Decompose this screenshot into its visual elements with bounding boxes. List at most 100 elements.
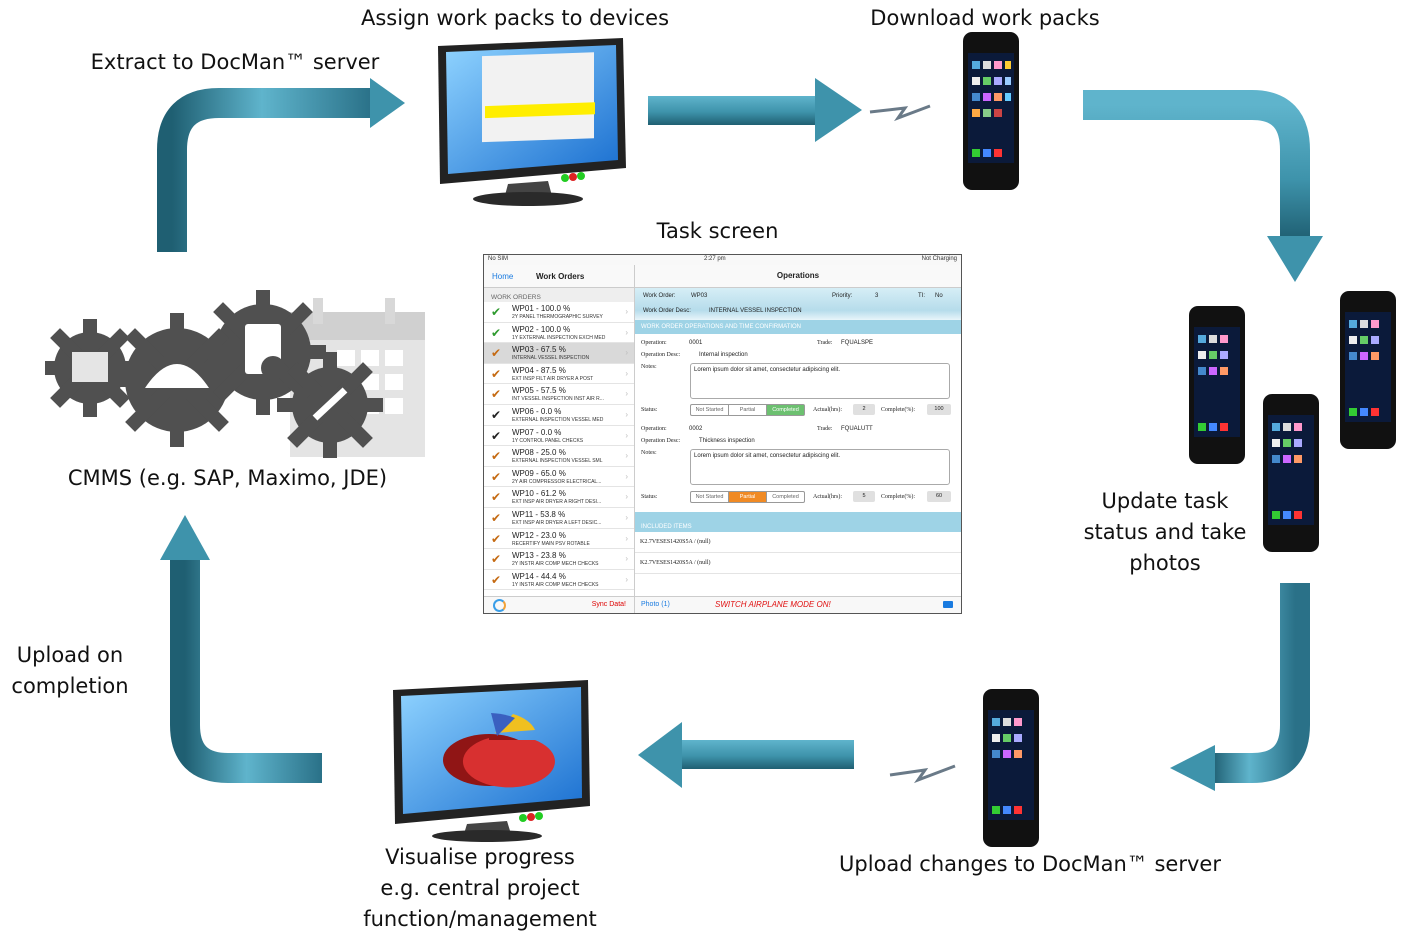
work-orders-panel: Home Work Orders WORK ORDERS ✔WP01 - 100…	[484, 265, 635, 613]
desc-label: Work Order Desc:	[643, 308, 691, 314]
list-item[interactable]: ✔WP12 - 23.0 %RECERTIFY MAIN PSV ROTABLE…	[484, 529, 634, 550]
camera-icon[interactable]	[943, 601, 953, 608]
seg-partial[interactable]: Partial	[729, 492, 767, 502]
check-icon: ✔	[491, 346, 502, 361]
check-icon: ✔	[491, 531, 502, 546]
update-label: Update task status and take photos	[1083, 489, 1247, 575]
op-value: 0001	[689, 340, 703, 346]
list-item[interactable]: ✔WP11 - 53.8 %EXT INSP AIR DRYER A LEFT …	[484, 508, 634, 529]
arrow-icon	[638, 722, 682, 788]
cmms-label: CMMS (e.g. SAP, Maximo, JDE)	[67, 466, 388, 490]
operation-block: Operation: 0002 Trade: FQUALUTT Operatio…	[635, 422, 961, 508]
check-icon: ✔	[491, 552, 502, 567]
ops-header: WORK ORDER OPERATIONS AND TIME CONFIRMAT…	[635, 320, 961, 334]
list-item[interactable]: ✔WP10 - 61.2 %EXT INSP AIR DRYER A RIGHT…	[484, 487, 634, 508]
list-item[interactable]: ✔WP08 - 25.0 %EXTERNAL INSPECTION VESSEL…	[484, 446, 634, 467]
signal-icon	[869, 104, 931, 122]
list-item[interactable]: ✔WP04 - 87.5 %EXT INSP FILT AIR DRYER A …	[484, 364, 634, 385]
actual-value[interactable]: 2	[853, 404, 875, 415]
seg-completed[interactable]: Completed	[772, 494, 799, 500]
right-footer: Photo (1) SWITCH AIRPLANE MODE ON!	[635, 596, 961, 613]
wo-label: Work Order:	[643, 293, 676, 299]
seg-not-started[interactable]: Not Started	[691, 405, 729, 415]
op-value: 0002	[689, 426, 703, 432]
chevron-right-icon: ›	[625, 430, 628, 440]
chevron-right-icon: ›	[625, 451, 628, 461]
work-order-desc: INTERNAL VESSEL INSPECTION	[512, 355, 590, 362]
monitor-icon	[438, 38, 626, 206]
signal-icon	[889, 764, 956, 784]
chevron-right-icon: ›	[625, 348, 628, 358]
photo-button[interactable]: Photo (1)	[641, 601, 670, 608]
chevron-right-icon: ›	[625, 409, 628, 419]
list-item[interactable]: ✔WP02 - 100.0 %1Y EXTERNAL INSPECTION EX…	[484, 323, 634, 344]
home-button[interactable]: Home	[492, 271, 514, 281]
complete-value[interactable]: 100	[927, 404, 951, 415]
arrow-icon	[1083, 90, 1310, 240]
left-title: Work Orders	[536, 271, 585, 281]
list-item[interactable]: ✔ WP03 - 67.5 %INTERNAL VESSEL INSPECTION…	[484, 343, 634, 364]
arrow-icon	[1212, 583, 1310, 783]
check-icon: ✔	[491, 490, 502, 505]
work-order-title: WP04 - 87.5 %	[512, 365, 566, 375]
arrow-icon	[370, 78, 405, 128]
seg-partial[interactable]: Partial	[729, 405, 767, 415]
trade-label: Trade:	[817, 340, 833, 346]
phone-icon	[983, 689, 1039, 847]
list-item[interactable]: ✔WP01 - 100.0 %2Y PANEL THERMOGRAPHIC SU…	[484, 302, 634, 323]
ti-value: No	[935, 293, 943, 299]
list-item[interactable]: ✔WP07 - 0.0 %1Y CONTROL PANEL CHECKS›	[484, 426, 634, 447]
included-item[interactable]: K2.7VESES1420S5A / (null)	[635, 532, 961, 553]
gears-icon	[45, 290, 425, 458]
notes-field[interactable]: Lorem ipsum dolor sit amet, consectetur …	[690, 363, 950, 399]
actual-value[interactable]: 5	[853, 491, 875, 502]
complete-value[interactable]: 60	[927, 491, 951, 502]
chevron-right-icon: ›	[625, 574, 628, 584]
work-order-title: WP02 - 100.0 %	[512, 324, 571, 334]
status-segmented[interactable]: Not Started Partial Completed	[690, 404, 805, 416]
phone-icon	[963, 32, 1019, 190]
list-item[interactable]: ✔WP14 - 44.4 %1Y INSTR AIR COMP MECH CHE…	[484, 570, 634, 591]
check-icon: ✔	[491, 387, 502, 402]
seg-not-started[interactable]: Not Started	[691, 492, 729, 502]
operation-block: Operation: 0001 Trade: FQUALSPE Operatio…	[635, 334, 961, 422]
arrow-icon	[160, 515, 210, 560]
check-icon: ✔	[491, 428, 502, 443]
list-item[interactable]: ✔WP05 - 57.5 %INT VESSEL INSPECTION INST…	[484, 384, 634, 405]
upload-changes-label: Upload changes to DocMan™ server	[839, 852, 1221, 876]
check-icon: ✔	[491, 469, 502, 484]
chevron-right-icon: ›	[625, 533, 628, 543]
arrow-icon	[678, 740, 854, 769]
opdesc-label: Operation Desc:	[641, 352, 681, 358]
chevron-right-icon: ›	[625, 368, 628, 378]
work-order-desc: EXT INSP FILT AIR DRYER A POST	[512, 375, 594, 382]
work-order-desc: EXTERNAL INSPECTION VESSEL SML	[512, 458, 603, 465]
op-label: Operation:	[641, 426, 667, 432]
list-item[interactable]: ✔WP06 - 0.0 %EXTERNAL INSPECTION VESSEL …	[484, 405, 634, 426]
work-order-title: WP14 - 44.4 %	[512, 571, 566, 581]
status-segmented[interactable]: Not Started Partial Completed	[690, 491, 805, 503]
list-item[interactable]: ✔WP09 - 65.0 %2Y AIR COMPRESSOR ELECTRIC…	[484, 467, 634, 488]
notes-label: Notes:	[641, 450, 657, 456]
pie-chart-icon	[443, 713, 555, 788]
check-icon: ✔	[491, 305, 502, 319]
work-order-desc: RECERTIFY MAIN PSV ROTABLE	[512, 540, 590, 547]
clock-text: 2:27 pm	[703, 256, 726, 262]
right-title: Operations	[635, 265, 961, 288]
check-icon: ✔	[491, 407, 502, 422]
sync-button[interactable]: Sync Data!	[591, 601, 626, 608]
arrow-icon	[170, 555, 322, 783]
left-footer: Sync Data!	[484, 596, 634, 613]
phone-icon	[1263, 394, 1319, 552]
chevron-right-icon: ›	[625, 512, 628, 522]
ti-label: TI:	[918, 293, 925, 299]
list-item[interactable]: ✔WP13 - 23.8 %2Y INSTR AIR COMP MECH CHE…	[484, 549, 634, 570]
chevron-right-icon: ›	[625, 389, 628, 399]
trade-label: Trade:	[817, 426, 833, 432]
included-item[interactable]: K2.7VESES1420S5A / (null)	[635, 553, 961, 574]
notes-field[interactable]: Lorem ipsum dolor sit amet, consectetur …	[690, 449, 950, 485]
work-order-title: WP03 - 67.5 %	[512, 345, 566, 355]
seg-completed[interactable]: Completed	[767, 405, 804, 415]
work-order-desc: 1Y INSTR AIR COMP MECH CHECKS	[512, 581, 599, 588]
left-navbar: Home Work Orders	[484, 265, 634, 288]
